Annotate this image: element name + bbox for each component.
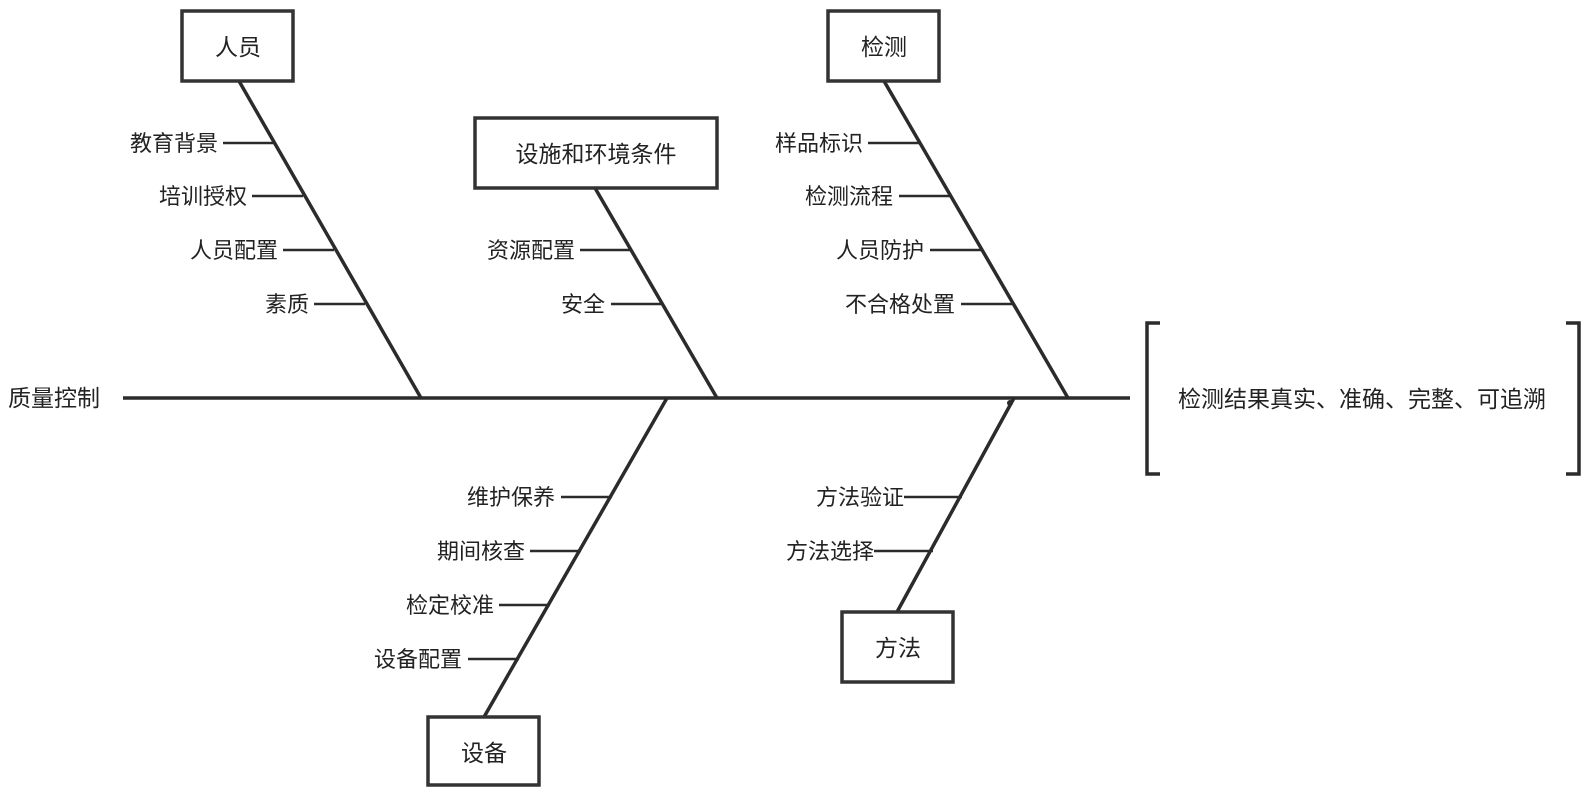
cause-label: 检测流程 [805, 185, 893, 210]
cause-label: 资源配置 [487, 239, 575, 264]
category-box-method [840, 610, 955, 684]
cause-label: 人员配置 [190, 239, 278, 264]
category-label-testing: 检测 [861, 35, 907, 61]
cause-label: 检定校准 [406, 594, 494, 619]
cause-label: 安全 [561, 293, 605, 318]
category-box-personnel [180, 9, 295, 83]
category-box-facility [473, 116, 719, 190]
category-box-equipment [426, 715, 541, 787]
cause-label: 样品标识 [775, 132, 863, 157]
bone-facility [593, 187, 719, 399]
category-box-testing [826, 9, 941, 83]
tail-label: 质量控制 [8, 386, 100, 412]
cause-label: 人员防护 [836, 239, 924, 264]
cause-label: 期间核查 [437, 540, 525, 565]
effect-label: 检测结果真实、准确、完整、可追溯 [1178, 387, 1546, 413]
cause-label: 素质 [265, 293, 309, 318]
effect-head: 检测结果真实、准确、完整、可追溯 [1145, 321, 1581, 476]
category-personnel: 人员 教育背景 培训授权 人员配置 素质 [130, 9, 423, 399]
cause-label: 培训授权 [159, 185, 247, 210]
cause-label: 维护保养 [467, 486, 555, 511]
bone-personnel [237, 80, 423, 399]
category-label-personnel: 人员 [215, 35, 261, 61]
cause-label: 不合格处置 [845, 293, 955, 318]
bone-equipment [482, 397, 669, 718]
cause-label: 设备配置 [374, 648, 462, 673]
cause-label: 教育背景 [130, 132, 218, 157]
category-method: 方法 方法验证 方法选择 [786, 397, 1016, 684]
cause-label: 方法验证 [816, 486, 904, 511]
category-label-facility: 设施和环境条件 [516, 142, 677, 168]
effect-bracket-right [1566, 321, 1581, 476]
cause-label: 方法选择 [786, 540, 874, 565]
effect-bracket-left [1145, 321, 1160, 476]
category-equipment: 设备 维护保养 期间核查 检定校准 设备配置 [374, 397, 669, 787]
category-label-equipment: 设备 [461, 741, 507, 767]
category-label-method: 方法 [875, 636, 921, 662]
bone-testing [882, 80, 1070, 399]
bone-method [895, 397, 1016, 613]
category-testing: 检测 样品标识 检测流程 人员防护 不合格处置 [775, 9, 1070, 399]
category-facility: 设施和环境条件 资源配置 安全 [473, 116, 719, 399]
